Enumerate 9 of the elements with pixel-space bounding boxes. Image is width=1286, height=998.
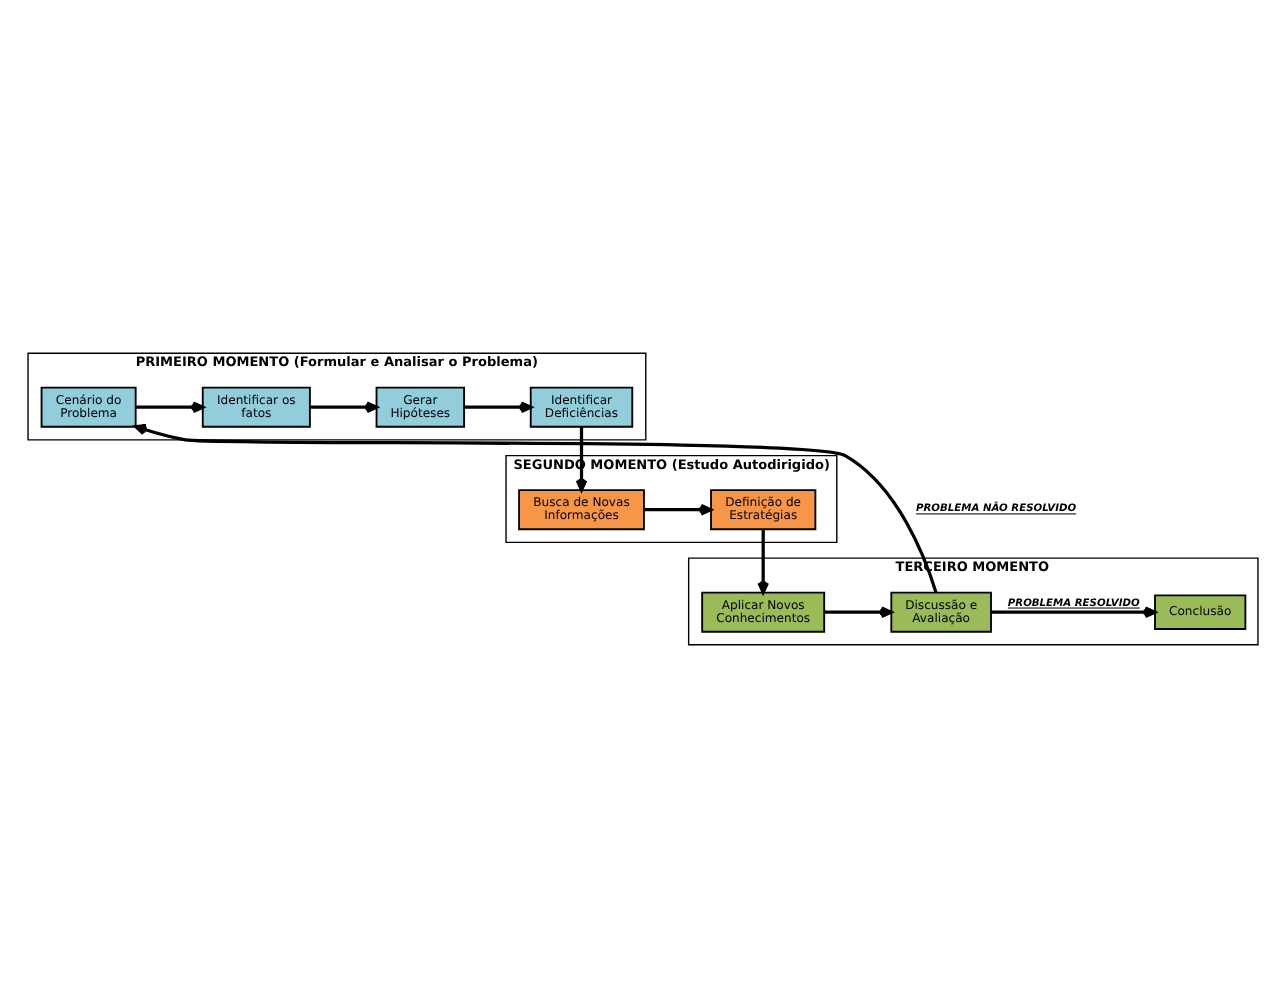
arrow [134,423,938,593]
arrow [575,426,588,492]
arrow [824,606,893,619]
arrow [135,401,205,414]
arrow [310,401,379,414]
arrow [991,606,1157,619]
arrow [464,401,533,414]
arrow [643,503,713,516]
arrow [757,529,769,594]
